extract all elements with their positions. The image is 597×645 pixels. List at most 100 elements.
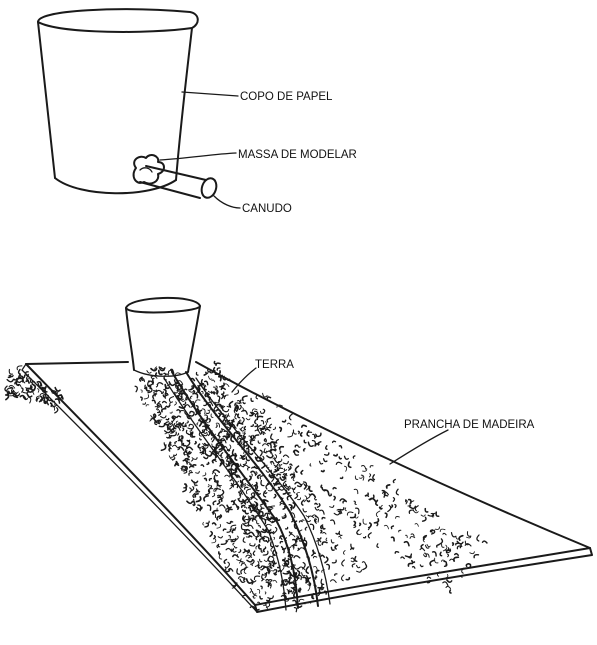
soil-speck [213,433,217,439]
soil-speck [283,483,287,487]
soil-speck [222,435,228,441]
soil-speck [225,547,233,553]
soil-speck [275,438,280,444]
soil-speck [303,439,307,444]
soil-speck [269,541,274,548]
soil-speck [243,444,248,447]
soil-speck [312,555,318,559]
soil-speck [375,510,381,518]
soil-speck [454,552,459,556]
soil-speck [25,389,34,393]
soil-speck [260,479,265,487]
soil-speck [202,521,205,526]
soil-speck [230,467,233,471]
soil-speck [163,375,167,381]
soil-speck [404,553,413,558]
soil-speck [321,525,326,530]
soil-speck [281,559,287,567]
soil-speck [260,455,265,462]
soil-speck [259,449,263,457]
soil-speck [333,512,341,516]
soil-speck [469,551,475,555]
soil-speck [410,533,415,537]
soil-speck [31,380,36,384]
soil-speck [186,446,194,451]
soil-speck [288,503,293,511]
soil-speck [243,425,247,431]
soil-speck [227,468,235,473]
soil-speck [378,506,383,510]
soil-speck [353,516,359,519]
soil-speck [35,397,39,402]
soil-speck [236,505,240,510]
soil-speck [25,380,30,384]
soil-speck [240,498,245,505]
soil-speck [253,534,259,538]
soil-speck [183,483,187,487]
soil-speck [282,460,289,465]
soil-speck [298,529,303,536]
soil-speck [56,390,60,397]
soil-speck [258,570,261,575]
soil-speck [268,582,272,589]
soil-speck [384,512,388,519]
soil-speck [307,441,314,448]
soil-speck [367,532,372,539]
soil-speck [279,468,286,474]
soil-speck [36,380,43,387]
soil-speck [289,512,296,519]
soil-speck [407,498,412,504]
soil-speck [368,473,372,478]
soil-speck [224,474,231,478]
soil-speck [290,583,297,589]
soil-speck [353,500,356,505]
soil-speck [189,428,193,432]
soil-speck [254,410,259,418]
soil-speck [320,587,324,591]
soil-speck [367,526,370,531]
soil-speck [317,441,322,446]
soil-speck [347,461,352,469]
soil-speck [265,536,270,544]
soil-speck [261,536,268,542]
soil-speck [282,514,287,520]
soil-speck [273,458,281,464]
soil-speck [197,504,202,512]
soil-speck [314,576,318,580]
soil-speck [203,400,208,405]
soil-speck [338,456,342,460]
soil-speck [316,503,321,508]
soil-speck [156,403,163,409]
soil-speck [177,395,181,400]
soil-speck [302,602,306,605]
soil-speck [234,404,239,413]
soil-speck [203,495,209,502]
soil-speck [443,563,448,567]
soil-speck [211,472,216,475]
soil-speck [9,392,15,397]
label-board: PRANCHA DE MADEIRA [404,419,535,431]
soil-speck [253,501,258,509]
soil-speck [222,414,229,418]
soil-speck [237,420,242,424]
soil-speck [173,453,178,456]
soil-speck [189,410,195,414]
soil-speck [461,574,465,578]
soil-speck [249,440,254,446]
soil-speck [423,554,428,558]
soil-speck [240,568,247,575]
soil-speck [220,539,228,546]
soil-speck [215,389,219,396]
soil-speck [218,443,224,451]
soil-speck [262,528,267,532]
soil-speck [216,523,222,529]
soil-speck [262,550,269,556]
soil-speck [202,472,207,477]
soil-speck [361,465,367,470]
soil-speck [390,504,394,509]
soil-speck [400,556,405,560]
soil-speck [325,445,328,451]
soil-speck [247,552,252,559]
soil-speck [265,537,271,543]
soil-speck [329,504,335,508]
